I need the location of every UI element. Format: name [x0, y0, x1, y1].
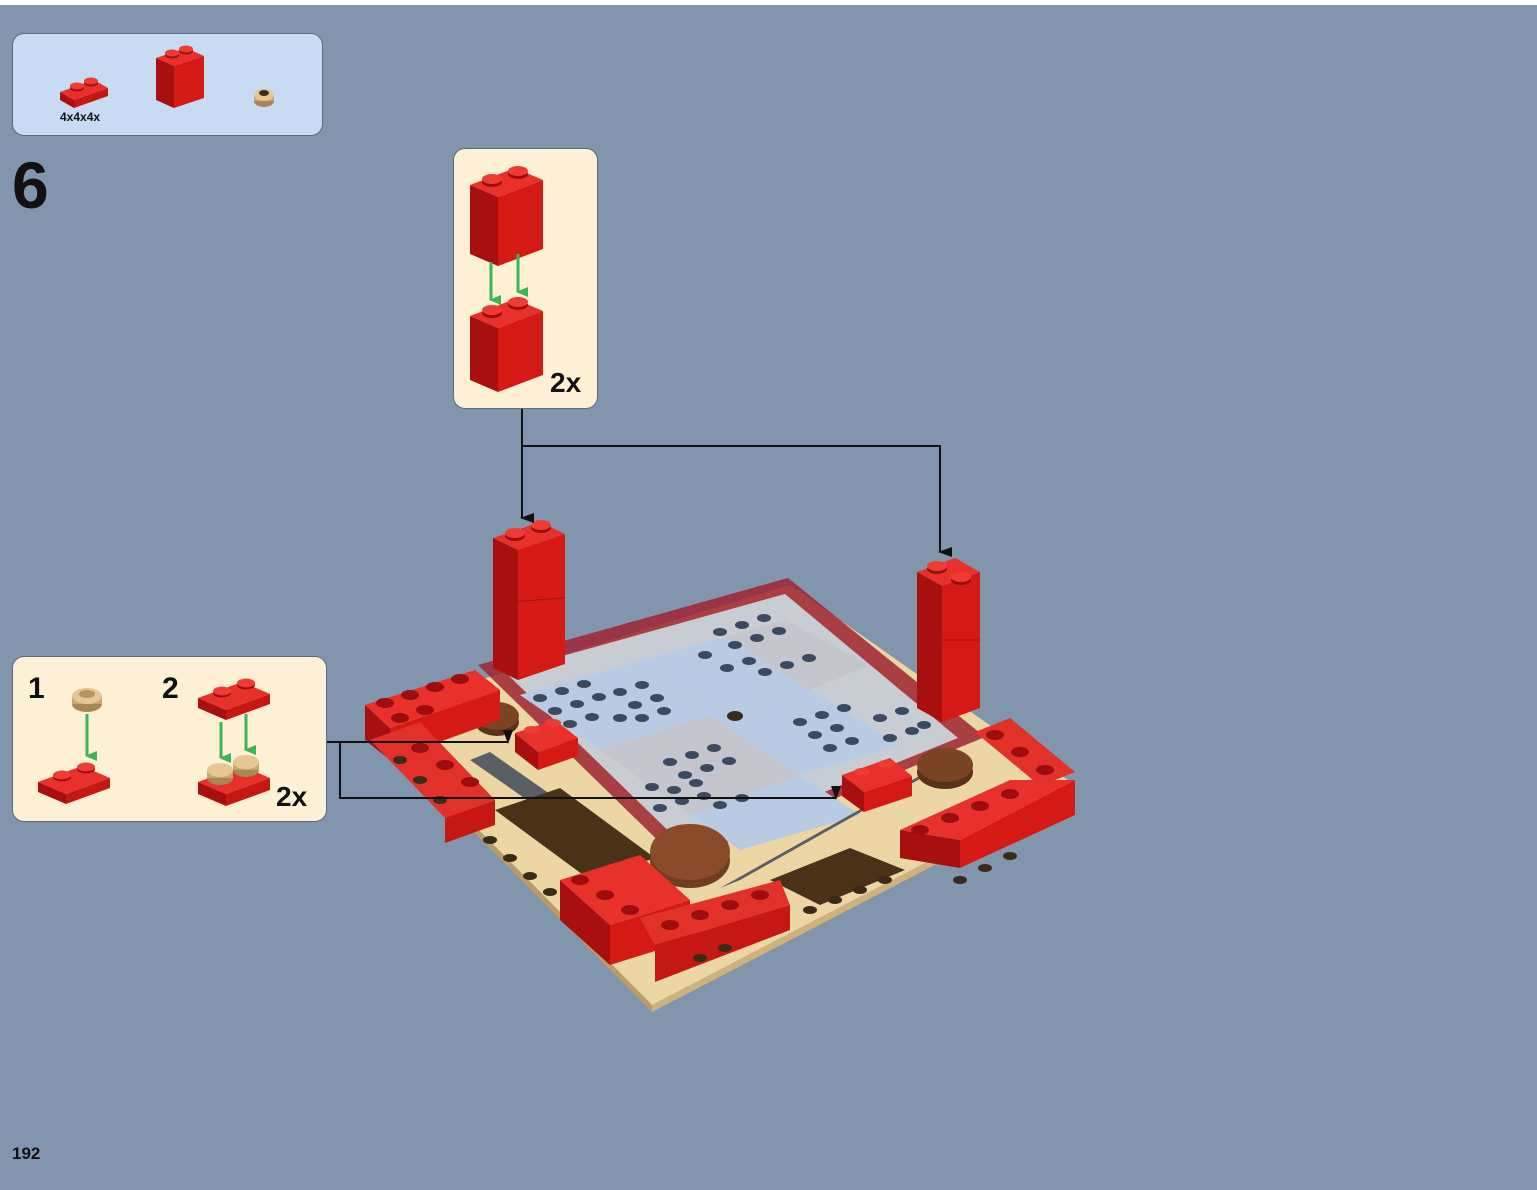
main-studs: [533, 614, 931, 812]
callout-top-brick-upper: [470, 166, 543, 266]
step-number: 6: [12, 148, 49, 222]
callout-left-red-plate-1: [38, 762, 110, 804]
tan-baseplate-studs: [393, 756, 1017, 962]
pillar-left: [492, 520, 566, 680]
placed-plate-assembly-right: [842, 758, 912, 812]
pillar-right: [917, 558, 980, 722]
substep-2-label: 2: [162, 672, 179, 705]
placement-arrows: [327, 409, 952, 800]
center-stud: [727, 711, 743, 721]
callout-left-red-plate-2: [198, 678, 270, 720]
main-brown-tiles: [495, 788, 905, 905]
arrow-to-right-pillar: [522, 445, 952, 557]
main-red-wall-front: [560, 855, 790, 982]
page-number: 192: [12, 1144, 41, 1163]
arrow-to-right-plate: [339, 742, 841, 800]
callout-top-brick-lower: [470, 297, 543, 392]
callout-left-plate-assembly: [198, 755, 270, 806]
callout-left-round-plate: [72, 688, 102, 712]
placed-plate-assembly-left: [515, 719, 578, 770]
parts-quantity-label: 4x4x4x: [60, 110, 101, 124]
substep-1-label: 1: [28, 672, 45, 705]
subassembly-top-multiplier: 2x: [550, 367, 582, 398]
red-wall-studs: [376, 674, 1054, 930]
page-top-border: [0, 0, 1537, 5]
brown-corner-right: [917, 748, 973, 789]
subassembly-left-multiplier: 2x: [276, 781, 308, 812]
